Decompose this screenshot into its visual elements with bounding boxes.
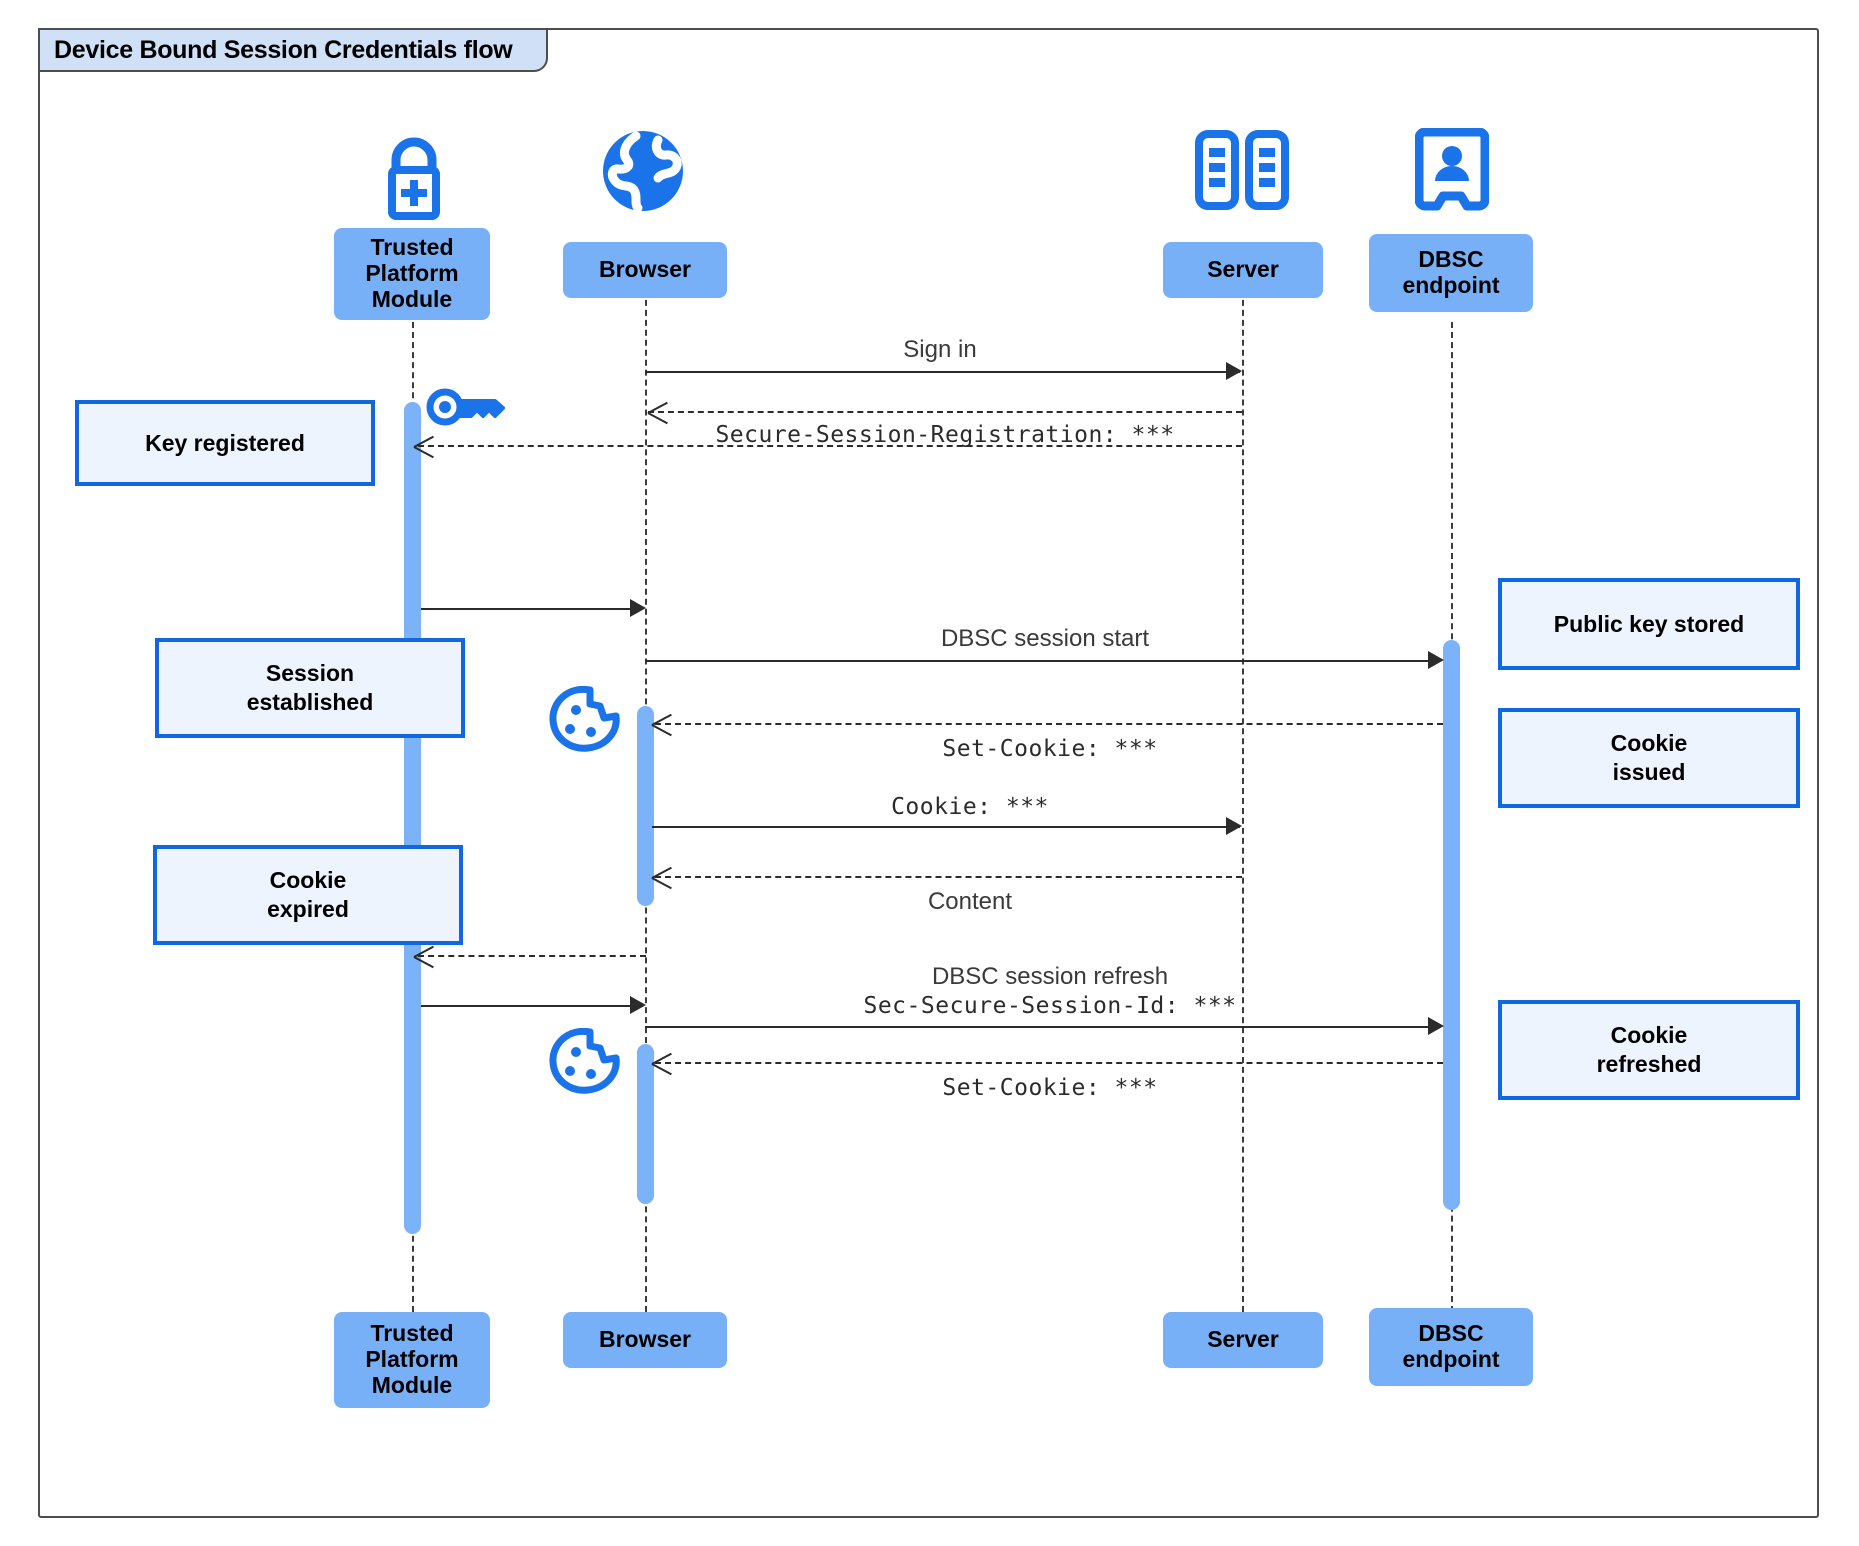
note-session-line1: Session (265, 660, 355, 687)
note-cookie-refreshed-line1: Cookie (1610, 1022, 1688, 1049)
message-label-dbsc-session-refresh-line1: DBSC session refresh (931, 963, 1169, 990)
message-line-cookie (652, 826, 1240, 828)
message-label-sec-secure-session-id: Sec-Secure-Session-Id: *** (863, 993, 1237, 1019)
message-label-set-cookie-2: Set-Cookie: *** (942, 1075, 1158, 1101)
message-line-dbsc-session-refresh (645, 1026, 1440, 1028)
participant-server-label: Server (1207, 256, 1279, 283)
participant-tpm-label-line2: Platform (365, 260, 459, 287)
arrowhead-sign-in (1226, 362, 1242, 380)
participant-tpm-bottom-label-line2: Platform (365, 1346, 459, 1373)
note-cookie-expired: Cookie expired (153, 845, 463, 945)
message-label-sign-in: Sign in (903, 336, 977, 363)
arrowhead-secure-session-registration (648, 401, 668, 423)
activation-browser-1 (637, 706, 654, 906)
note-key-registered: Key registered (75, 400, 375, 486)
message-label-dbsc-session-refresh: DBSC session refresh Sec-Secure-Session-… (645, 962, 1455, 1021)
arrowhead-dbsc-session-start (1428, 651, 1444, 669)
note-cookie-issued: Cookie issued (1498, 708, 1800, 808)
participant-dbsc-bottom-label-line2: endpoint (1402, 1346, 1500, 1372)
lifeline-server (1242, 280, 1244, 1312)
note-cookie-issued-line1: Cookie (1610, 730, 1688, 757)
diagram-title: Device Bound Session Credentials flow (54, 35, 513, 64)
lock-plus-icon (366, 128, 462, 229)
note-cookie-issued-line2: issued (1612, 759, 1686, 785)
note-session-line2: established (246, 689, 374, 715)
participant-dbsc-bottom-label-line1: DBSC (1418, 1320, 1484, 1347)
participant-browser-bottom[interactable]: Browser (563, 1312, 727, 1368)
diagram-title-tab: Device Bound Session Credentials flow (38, 28, 549, 72)
participant-browser-label: Browser (598, 256, 692, 283)
activation-browser-2 (637, 1044, 654, 1204)
message-label-set-cookie-1: Set-Cookie: *** (942, 736, 1158, 762)
cookie-icon (548, 685, 622, 757)
participant-browser-bottom-label: Browser (598, 1326, 692, 1353)
participant-tpm-bottom[interactable]: Trusted Platform Module (334, 1312, 490, 1408)
participant-dbsc-bottom[interactable]: DBSC endpoint (1369, 1308, 1533, 1386)
activation-tpm (404, 402, 421, 1234)
message-line-register-key-response (418, 445, 1242, 447)
note-key-registered-text: Key registered (145, 429, 305, 456)
participant-tpm-top[interactable]: Trusted Platform Module (334, 228, 490, 320)
note-cookie-expired-line2: expired (267, 896, 349, 922)
server-rack-icon (1193, 130, 1291, 215)
activation-dbsc-1 (1443, 640, 1460, 1210)
key-icon (425, 385, 505, 434)
message-label-content: Content (927, 888, 1013, 915)
arrowhead-dbsc-session-refresh (1428, 1017, 1444, 1035)
message-line-set-cookie-2 (655, 1062, 1443, 1064)
participant-tpm-label-line3: Module (371, 285, 453, 312)
message-line-set-cookie-1 (655, 723, 1443, 725)
message-line-key-to-browser (421, 608, 643, 610)
note-cookie-refreshed-line2: refreshed (1596, 1051, 1702, 1077)
participant-tpm-bottom-label-line1: Trusted (370, 1320, 454, 1347)
participant-dbsc-top[interactable]: DBSC endpoint (1369, 234, 1533, 312)
participant-browser-top[interactable]: Browser (563, 242, 727, 298)
arrowhead-cookie-expired-notify (414, 945, 434, 967)
note-public-key-stored: Public key stored (1498, 578, 1800, 670)
id-badge-icon (1414, 127, 1490, 217)
participant-server-bottom-label: Server (1207, 1326, 1279, 1353)
arrowhead-set-cookie-1 (652, 713, 672, 735)
message-line-tpm-sign-refresh (421, 1005, 643, 1007)
arrowhead-content (652, 866, 672, 888)
note-cookie-refreshed: Cookie refreshed (1498, 1000, 1800, 1100)
globe-icon (600, 128, 686, 219)
arrowhead-cookie (1226, 817, 1242, 835)
note-public-key-stored-text: Public key stored (1553, 610, 1745, 637)
participant-tpm-label-line1: Trusted (370, 234, 454, 261)
message-line-content (655, 876, 1242, 878)
arrowhead-set-cookie-2 (652, 1052, 672, 1074)
message-line-sign-in (645, 371, 1240, 373)
note-cookie-expired-line1: Cookie (269, 867, 347, 894)
participant-server-bottom[interactable]: Server (1163, 1312, 1323, 1368)
arrowhead-register-key-response (414, 435, 434, 457)
note-session-established: Session established (155, 638, 465, 738)
message-line-dbsc-session-start (645, 660, 1440, 662)
participant-dbsc-label-line1: DBSC (1418, 246, 1484, 273)
arrowhead-tpm-sign-refresh (630, 996, 646, 1014)
participant-tpm-bottom-label-line3: Module (371, 1371, 453, 1398)
message-line-cookie-expired-notify (418, 955, 646, 957)
message-label-dbsc-session-start: DBSC session start (940, 625, 1150, 652)
participant-dbsc-label-line2: endpoint (1402, 272, 1500, 298)
cookie-icon (548, 1027, 622, 1099)
message-label-secure-session-registration: Secure-Session-Registration: *** (715, 422, 1175, 448)
arrowhead-key-to-browser (630, 599, 646, 617)
message-line-secure-session-registration (648, 411, 1242, 413)
participant-server-top[interactable]: Server (1163, 242, 1323, 298)
message-label-cookie: Cookie: *** (891, 794, 1049, 820)
